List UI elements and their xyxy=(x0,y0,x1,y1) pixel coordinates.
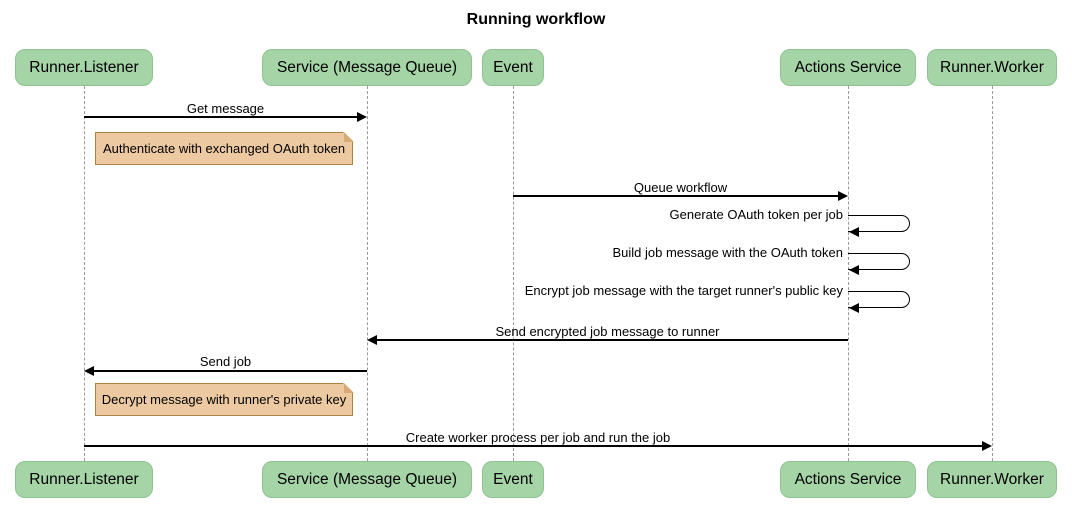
actor-top-runner-worker: Runner.Worker xyxy=(927,49,1057,86)
message-label-create-worker: Create worker process per job and run th… xyxy=(405,430,671,445)
message-line-create-worker xyxy=(84,445,983,447)
arrowhead-left-icon xyxy=(849,303,859,313)
actor-bottom-event: Event xyxy=(482,461,544,498)
actor-top-actions-service: Actions Service xyxy=(780,49,916,86)
arrowhead-right-icon xyxy=(357,112,367,122)
diagram-title: Running workflow xyxy=(466,11,606,28)
self-loop-line xyxy=(848,253,910,270)
message-line-send-encrypted xyxy=(377,339,848,341)
message-line-send-job xyxy=(94,370,367,372)
message-label-get-message: Get message xyxy=(186,101,265,116)
lifeline-runner-listener xyxy=(84,86,85,461)
arrowhead-left-icon xyxy=(849,265,859,275)
message-line-get-message xyxy=(84,116,358,118)
actor-top-event: Event xyxy=(482,49,544,86)
message-label-send-encrypted: Send encrypted job message to runner xyxy=(495,324,720,339)
message-line-queue-workflow xyxy=(513,195,839,197)
actor-bottom-service-message-queue: Service (Message Queue) xyxy=(262,461,472,498)
note-fold-icon xyxy=(343,131,354,142)
note-decrypt: Decrypt message with runner's private ke… xyxy=(95,382,354,416)
actor-top-runner-listener: Runner.Listener xyxy=(15,49,153,86)
note-authenticate: Authenticate with exchanged OAuth token xyxy=(95,131,354,165)
arrowhead-left-icon xyxy=(84,366,94,376)
message-label-queue-workflow: Queue workflow xyxy=(633,180,728,195)
arrowhead-right-icon xyxy=(982,441,992,451)
message-label-generate-oauth-token: Generate OAuth token per job xyxy=(669,207,843,222)
self-loop-line xyxy=(848,215,910,232)
message-label-encrypt-job-message: Encrypt job message with the target runn… xyxy=(524,283,843,298)
note-fold-icon xyxy=(343,382,354,393)
arrowhead-left-icon xyxy=(849,227,859,237)
lifeline-service-message-queue xyxy=(367,86,368,461)
self-loop-line xyxy=(848,291,910,308)
actor-bottom-runner-listener: Runner.Listener xyxy=(15,461,153,498)
message-label-build-job-message: Build job message with the OAuth token xyxy=(612,245,843,260)
arrowhead-right-icon xyxy=(838,191,848,201)
note-text: Authenticate with exchanged OAuth token xyxy=(102,141,346,156)
actor-bottom-runner-worker: Runner.Worker xyxy=(927,461,1057,498)
lifeline-runner-worker xyxy=(992,86,993,461)
lifeline-actions-service xyxy=(848,86,849,461)
actor-top-service-message-queue: Service (Message Queue) xyxy=(262,49,472,86)
actor-bottom-actions-service: Actions Service xyxy=(780,461,916,498)
note-text: Decrypt message with runner's private ke… xyxy=(101,392,347,407)
arrowhead-left-icon xyxy=(367,335,377,345)
lifeline-event xyxy=(513,86,514,461)
message-label-send-job: Send job xyxy=(199,354,252,369)
